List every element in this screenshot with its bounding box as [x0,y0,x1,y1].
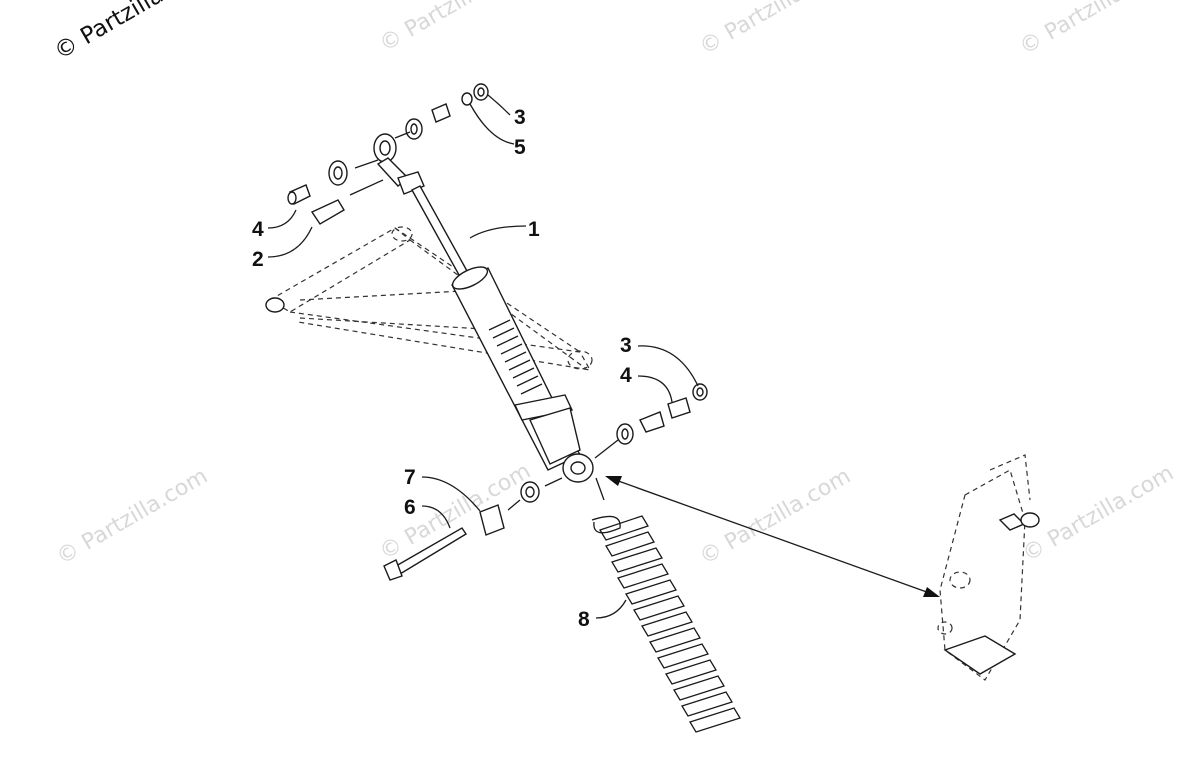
leader-lines [267,94,699,619]
watermark-layer: © Partzilla. © Partzilla.com © Partzilla… [50,0,1178,570]
shock-thread-lines [488,319,543,395]
watermark: © Partzilla.com [376,0,536,57]
callout-labels: 1 2 3 3 4 4 5 6 7 8 [252,106,632,631]
watermark-corner: © Partzilla. [50,0,174,65]
a-arm-dashed [265,226,593,371]
callout-8: 8 [578,608,590,631]
callout-7: 7 [404,466,416,489]
assembly-arrow [605,476,940,597]
coil-spring [591,477,741,733]
spacer [479,504,505,536]
bushing-upper [310,199,345,225]
watermark: © Partzilla.com [376,459,536,566]
callout-4-lower: 4 [620,364,632,387]
shock-absorber [373,133,594,483]
callout-3-lower: 3 [620,334,632,357]
watermark: © Partzilla.com [53,464,213,571]
upper-hardware [287,83,489,225]
callout-6: 6 [404,496,416,519]
spindle-dashed [937,454,1040,681]
callout-5: 5 [514,136,526,159]
watermark: © Partzilla.com [1016,0,1176,60]
callout-1: 1 [528,218,540,241]
watermark: © Partzilla.com [1019,461,1179,568]
callout-2: 2 [252,248,264,271]
callout-3-upper: 3 [514,106,526,129]
lower-hardware [383,383,708,581]
callout-4-upper: 4 [252,218,264,241]
watermark: © Partzilla.com [696,0,856,60]
